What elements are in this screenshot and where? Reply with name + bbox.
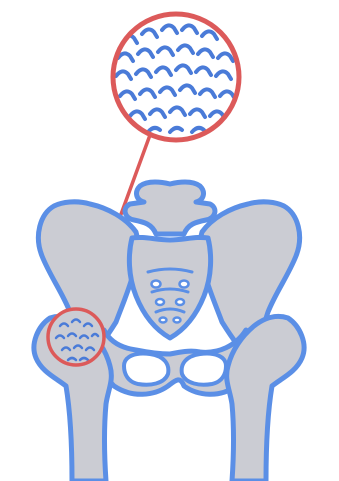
lumbar-vertebra xyxy=(125,182,215,234)
right-femur xyxy=(227,316,304,481)
right-obturator-foramen xyxy=(182,354,226,385)
left-obturator-foramen xyxy=(124,354,168,385)
highlighted-hip-spot xyxy=(48,309,104,365)
magnifier-circle xyxy=(113,14,239,140)
